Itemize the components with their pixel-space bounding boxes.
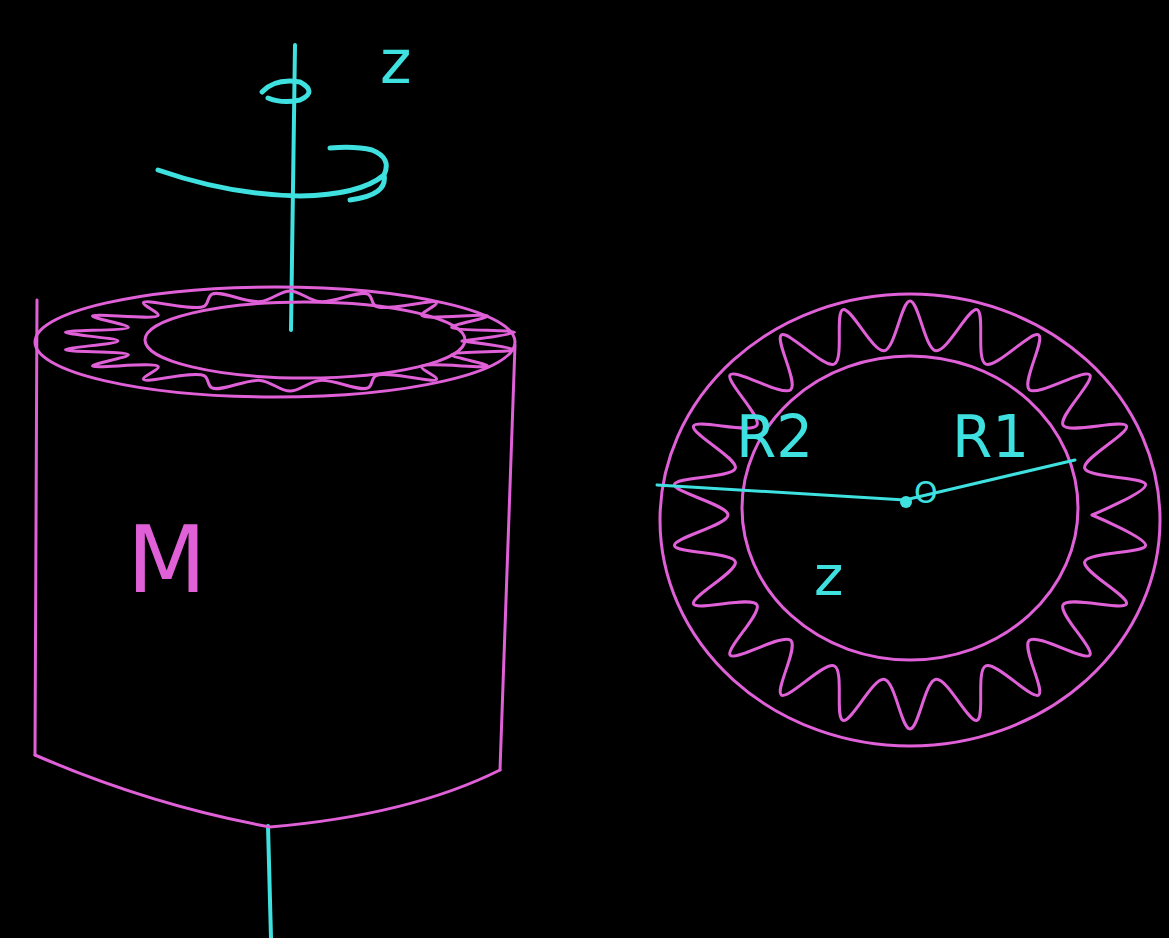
cylinder-outline (30, 275, 520, 840)
cylinder-body: M (30, 275, 520, 840)
axis-label: z (378, 32, 414, 92)
hatching (674, 301, 1145, 729)
cylinder-top (35, 287, 515, 397)
axis-label: z (812, 548, 845, 604)
radius-label: R2 (734, 408, 815, 466)
rotation-axis (268, 826, 271, 938)
axis-arrowhead (262, 81, 309, 101)
mass-label: M (125, 515, 208, 607)
cylinder-bore (145, 302, 465, 378)
outer-circle (660, 294, 1160, 746)
inner-circle (742, 356, 1078, 660)
rotation-arrow (158, 147, 386, 200)
radius-label: R1 (950, 408, 1031, 466)
hatching (65, 291, 514, 391)
center-label: O (912, 478, 940, 508)
cylinder-side (35, 300, 515, 770)
cylinder-bottom (35, 755, 500, 827)
radius-line (657, 460, 1075, 500)
center-point (900, 496, 912, 508)
